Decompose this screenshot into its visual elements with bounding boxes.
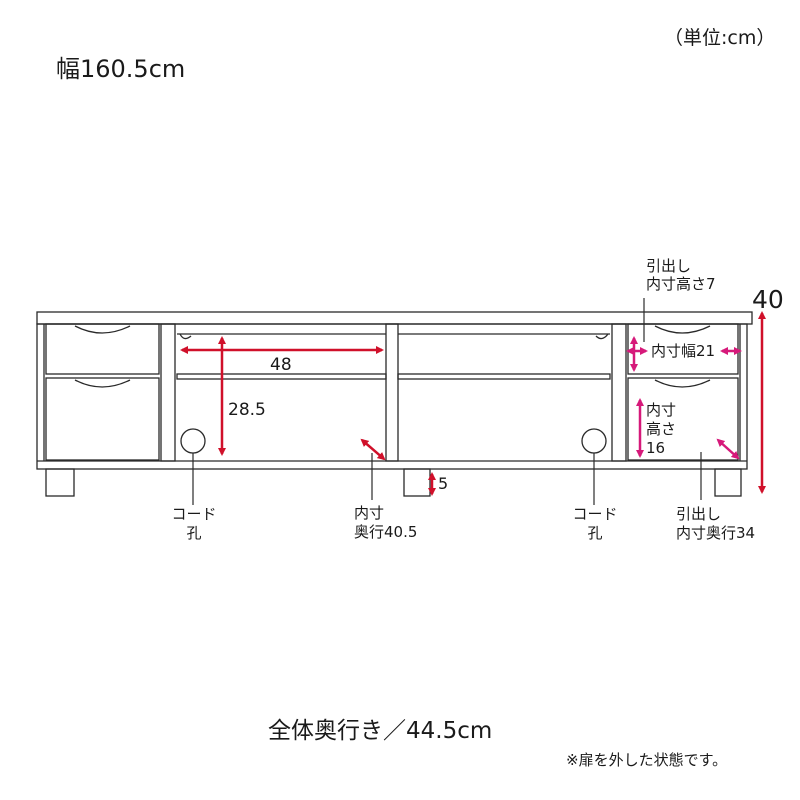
drawer-inner-width-label: 内寸幅21 (651, 342, 716, 360)
inner-width-label: 48 (270, 355, 292, 375)
shelf-left (176, 373, 387, 380)
side-inner-height-label-line2: 高さ (646, 420, 677, 438)
footnote: ※扉を外した状態です。 (566, 751, 728, 769)
side-inner-height-label-line1: 内寸 (646, 401, 677, 419)
drawer-inner-height-label-line2: 内寸高さ7 (646, 275, 716, 293)
unit-label: （単位:cm） (664, 27, 776, 49)
drawer-handle (654, 379, 711, 388)
drawer-inner-depth-label-line1: 引出し (676, 505, 722, 523)
cord-hole-right-label-line1: コード (572, 505, 618, 523)
shelf-right (397, 373, 611, 380)
arrow-drawer-inner-depth (716, 438, 740, 460)
partition-center (385, 323, 399, 462)
cord-hole-left-label-line1: コード (171, 505, 217, 523)
cord-hole-right (581, 428, 607, 454)
drawer-inner-height-label-line1: 引出し (646, 257, 692, 275)
cabinet-outline (36, 311, 753, 497)
side-inner-height-label-line3: 16 (646, 439, 666, 457)
overall-width-label: 幅160.5cm (56, 55, 186, 83)
leg (403, 468, 431, 497)
drawer-handle (74, 325, 131, 334)
overall-height-label: 40 (752, 285, 784, 314)
arrow-inner-depth (360, 438, 386, 461)
inner-depth-label-line1: 内寸 (354, 504, 385, 522)
cord-hole-left (180, 428, 206, 454)
partition-right (611, 323, 627, 462)
callout-leaders (192, 298, 702, 505)
drawer-handle (654, 325, 711, 334)
drawer-right-bottom (627, 377, 739, 461)
total-depth-label: 全体奥行き／44.5cm (268, 718, 493, 744)
cord-hole-right-label-line2: 孔 (587, 524, 603, 542)
drawer-left-top (45, 323, 160, 375)
leg (45, 468, 75, 497)
partition-left (160, 323, 176, 462)
inner-height-label: 28.5 (228, 400, 266, 420)
red-dimension-arrows (180, 311, 766, 496)
leg (714, 468, 742, 497)
drawer-inner-depth-label-line2: 内寸奥行34 (676, 524, 756, 542)
cord-hole-left-label-line2: 孔 (186, 524, 202, 542)
inner-depth-label-line2: 奥行40.5 (354, 523, 418, 541)
magenta-dimension-arrows (626, 336, 742, 460)
top-board (36, 311, 753, 325)
drawer-handle (74, 379, 131, 388)
drawer-left-bottom (45, 377, 160, 461)
leg-height-label: 5 (438, 474, 449, 493)
